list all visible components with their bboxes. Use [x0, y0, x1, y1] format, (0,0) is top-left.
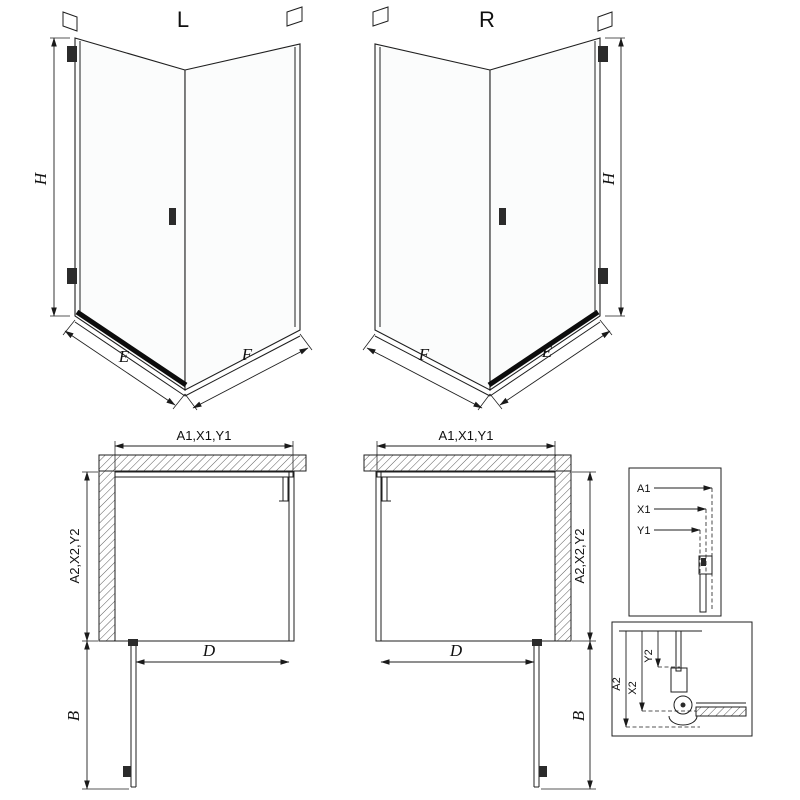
side-glass-right: [288, 471, 295, 642]
rail-section: [695, 706, 747, 717]
dim-line-door-width: [499, 330, 611, 406]
wall-right: [554, 470, 572, 642]
wall-bracket-top-right: [286, 6, 303, 27]
door-hinge: [532, 639, 542, 646]
detail-frame: [611, 621, 753, 737]
dim-line-fixed-width: [366, 347, 483, 409]
wall-bracket-top-left: [372, 6, 389, 27]
dim-label-height: H: [31, 171, 50, 186]
variant-label-right: R: [479, 7, 495, 32]
dim-label-side: A2,X2,Y2: [572, 529, 587, 584]
detail-bottom-rail: A2 X2 Y2: [611, 621, 753, 737]
dim-label-height: H: [599, 171, 618, 186]
dim-label-fixed-width: F: [418, 345, 430, 364]
wall-bracket-top-right: [597, 11, 613, 32]
detail-top-profile: A1 X1 Y1: [628, 467, 722, 617]
dim-line-fixed-width: [192, 347, 309, 409]
glass-section: [675, 630, 682, 672]
hinge-top: [598, 46, 608, 62]
door-handle: [539, 766, 547, 777]
corner-profile: [381, 476, 388, 502]
glass-section: [699, 573, 707, 613]
door-hinge: [128, 639, 138, 646]
rail-channel: [668, 715, 698, 726]
dim-label-top: A1,X1,Y1: [439, 428, 494, 443]
detail-label-a1: A1: [637, 483, 650, 495]
enclosure-left-perspective: L H E F: [31, 6, 313, 411]
dim-line-door-width: [64, 330, 176, 406]
hinge-bottom: [598, 268, 608, 284]
door-handle: [169, 208, 176, 225]
hinge-bottom: [67, 268, 77, 284]
variant-label-left: L: [177, 7, 189, 32]
detail-label-y1: Y1: [637, 525, 650, 537]
enclosure-right-plan: A1,X1,Y1 A2,X2,Y2 D B: [363, 428, 596, 790]
door-handle: [123, 766, 131, 777]
dim-label-fixed-width: F: [241, 345, 253, 364]
detail-label-x2: X2: [627, 681, 639, 694]
side-glass-panel: [184, 43, 301, 391]
door-glass-panel: [74, 37, 186, 392]
door-handle: [499, 208, 506, 225]
wall-top: [363, 454, 572, 472]
dim-label-projection: B: [569, 710, 588, 721]
side-glass-panel: [374, 43, 491, 391]
detail-label-a2: A2: [611, 677, 623, 690]
enclosure-right-perspective: R H F E: [362, 6, 625, 411]
detail-frame: [628, 467, 722, 617]
dim-label-side: A2,X2,Y2: [67, 529, 82, 584]
wall-bracket-top-left: [62, 11, 78, 32]
dim-label-top: A1,X1,Y1: [177, 428, 232, 443]
wall-top: [98, 454, 307, 472]
corner-profile: [282, 476, 289, 502]
fixed-glass-top: [114, 471, 294, 478]
enclosure-left-plan: A1,X1,Y1 A2,X2,Y2 D B: [64, 428, 307, 790]
dim-label-opening: D: [449, 641, 463, 660]
dim-label-door-width: E: [118, 347, 130, 366]
wall-left: [98, 470, 116, 642]
detail-label-y2: Y2: [643, 649, 655, 662]
dim-label-opening: D: [202, 641, 216, 660]
dim-label-projection: B: [64, 710, 83, 721]
fixed-glass-top: [376, 471, 556, 478]
roller-wheel: [673, 695, 693, 715]
side-glass-left: [375, 471, 382, 642]
door-glass-panel: [489, 37, 601, 392]
detail-label-x1: X1: [637, 504, 650, 516]
dim-label-door-width: E: [541, 342, 553, 361]
roller-bracket: [670, 667, 688, 693]
hinge-top: [67, 46, 77, 62]
